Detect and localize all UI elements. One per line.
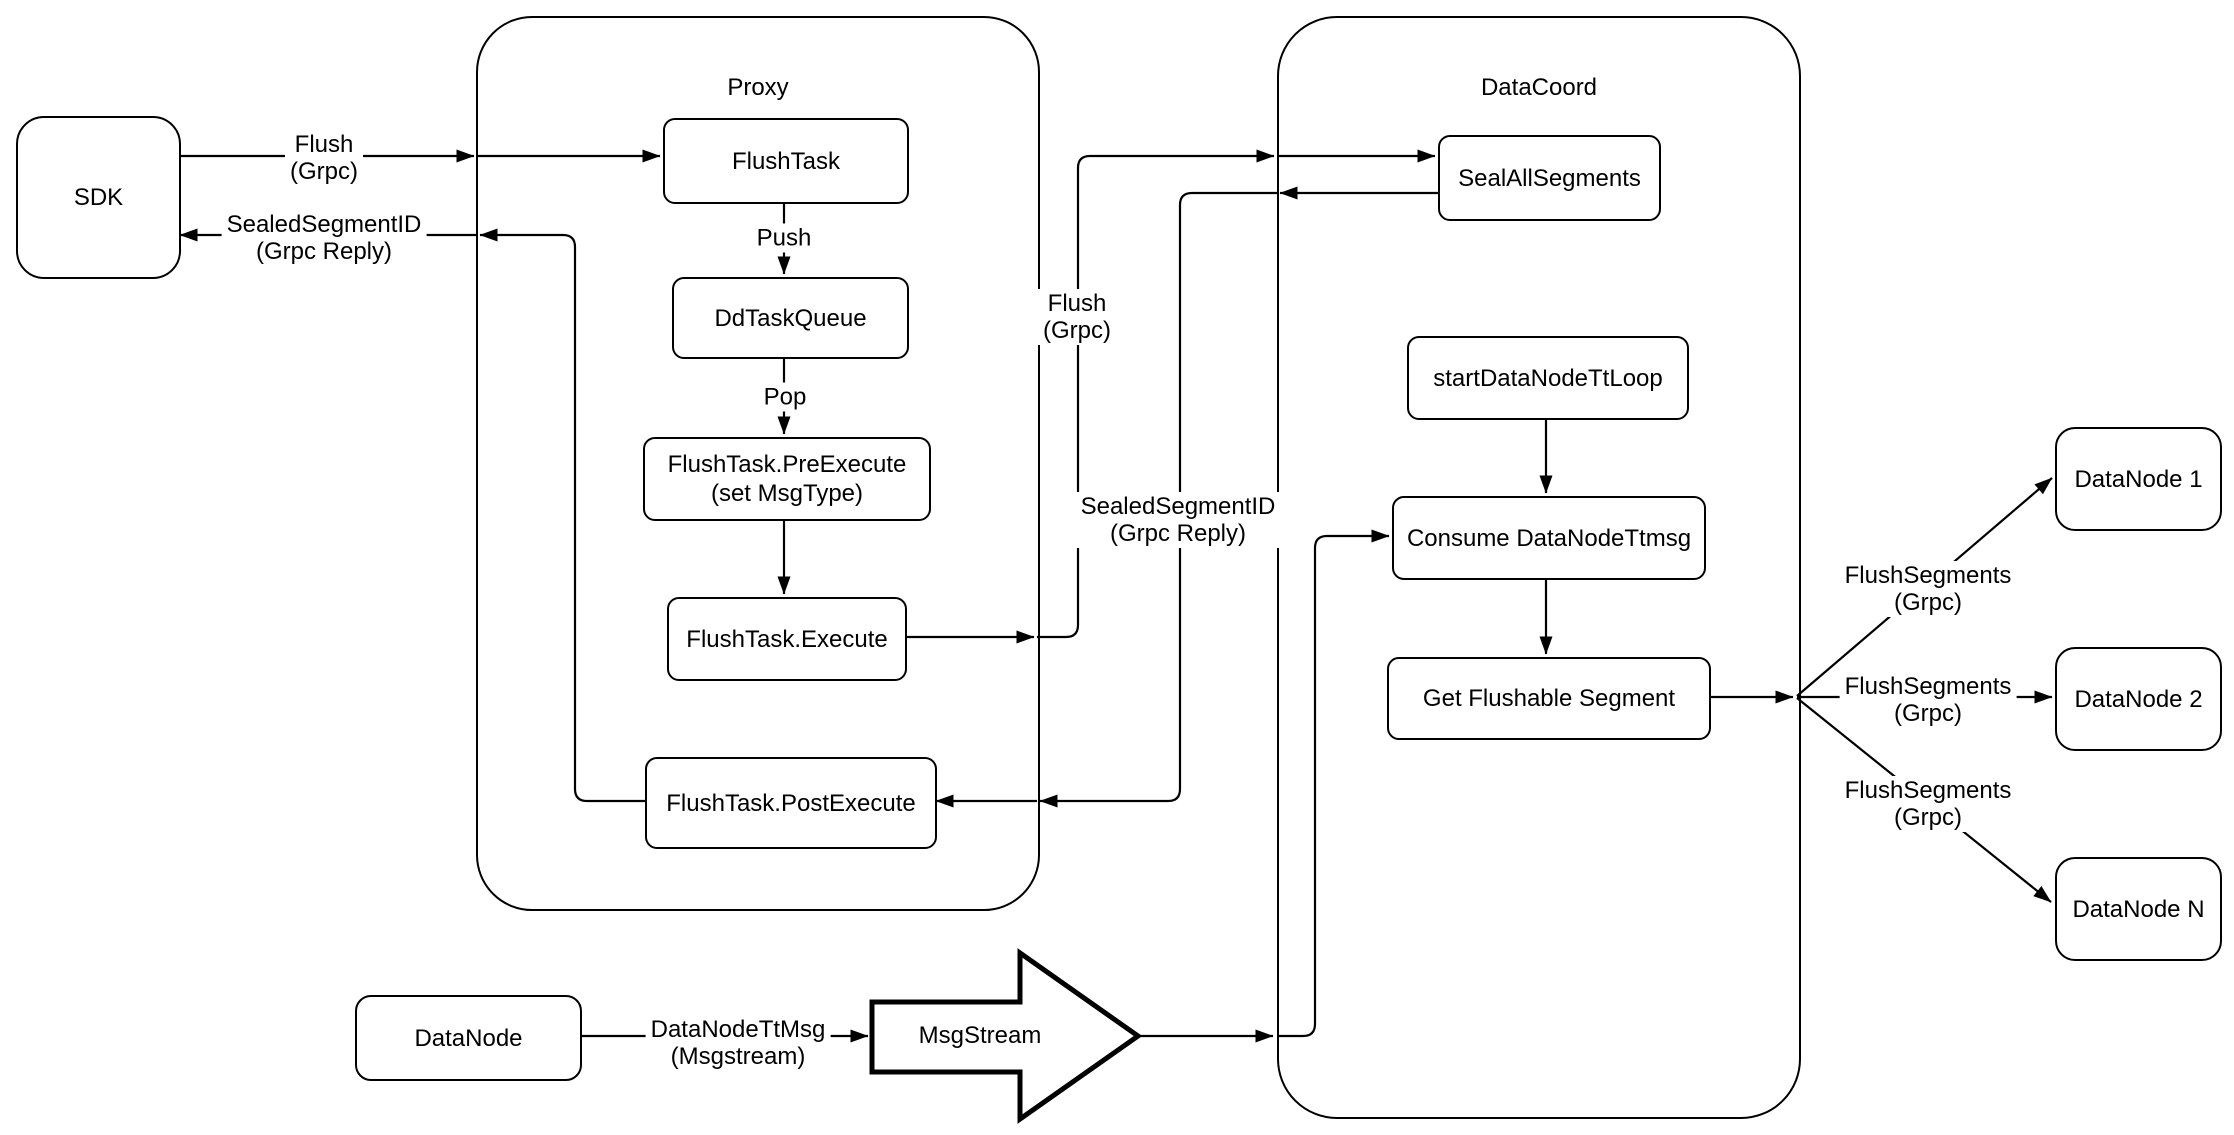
node-flushtask-execute: FlushTask.Execute bbox=[667, 597, 907, 681]
node-get-flushable-segment: Get Flushable Segment bbox=[1387, 657, 1711, 740]
node-flushtask-postexecute: FlushTask.PostExecute bbox=[645, 757, 937, 849]
node-datanode-n: DataNode N bbox=[2055, 857, 2222, 961]
node-startdatanodettloop: startDataNodeTtLoop bbox=[1407, 336, 1689, 420]
proxy-title: Proxy bbox=[727, 74, 789, 101]
node-datanode: DataNode bbox=[355, 995, 582, 1081]
node-ddtaskqueue: DdTaskQueue bbox=[672, 277, 909, 359]
label-flushsegments-1: FlushSegments (Grpc) bbox=[1839, 561, 2017, 617]
label-push: Push bbox=[751, 223, 817, 253]
node-sealallsegments: SealAllSegments bbox=[1438, 135, 1661, 221]
msgstream-label: MsgStream bbox=[918, 1022, 1042, 1049]
label-flush-grpc-mid: Flush (Grpc) bbox=[1038, 289, 1116, 345]
node-flushtask-preexecute: FlushTask.PreExecute (set MsgType) bbox=[643, 437, 931, 521]
datacoord-title: DataCoord bbox=[1480, 74, 1598, 101]
label-sealedsegmentid-mid: SealedSegmentID (Grpc Reply) bbox=[1075, 492, 1281, 548]
label-pop: Pop bbox=[758, 382, 812, 412]
label-sealedsegmentid-sdk: SealedSegmentID (Grpc Reply) bbox=[221, 210, 427, 266]
node-datanode-1: DataNode 1 bbox=[2055, 427, 2222, 531]
node-sdk: SDK bbox=[16, 116, 181, 279]
node-consume-datanodettmsg: Consume DataNodeTtmsg bbox=[1392, 496, 1706, 580]
label-flush-grpc-sdk: Flush (Grpc) bbox=[285, 130, 363, 186]
node-flushtask: FlushTask bbox=[663, 118, 909, 204]
label-datanodettmsg: DataNodeTtMsg (Msgstream) bbox=[645, 1015, 831, 1071]
label-flushsegments-3: FlushSegments (Grpc) bbox=[1839, 776, 2017, 832]
edge-flush-to-datacoord bbox=[1037, 149, 1275, 639]
node-datanode-2: DataNode 2 bbox=[2055, 647, 2222, 751]
label-flushsegments-2: FlushSegments (Grpc) bbox=[1839, 672, 2017, 728]
